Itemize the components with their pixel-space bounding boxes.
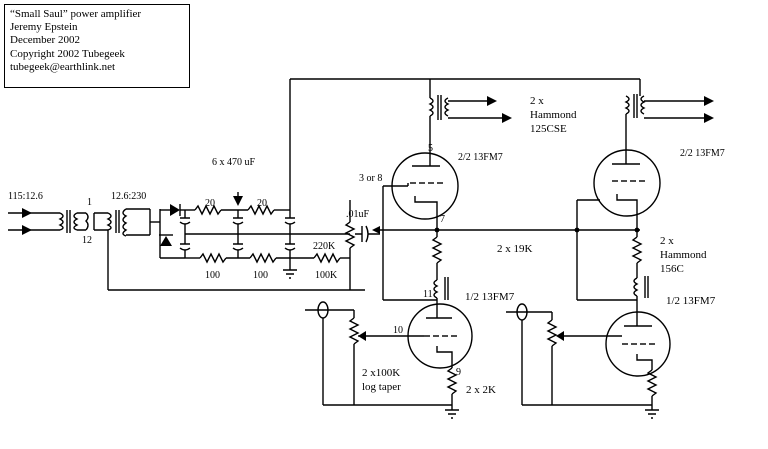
output-transformer-right [624,79,714,158]
r20a-label: 20 [205,198,215,209]
r100k-label: 100K [315,270,338,281]
ac-input [8,208,60,235]
t1-pin12-label: 12 [82,235,92,246]
r100b-label: 100 [253,270,268,281]
pin11-label: 11 [423,289,433,300]
r100a-label: 100 [205,270,220,281]
tube-left-bot-label: 1/2 13FM7 [465,291,515,303]
pot-taper-label: log taper [362,381,401,393]
copyright-line: Copyright 2002 Tubegeek [10,47,125,60]
opt-count-label: 2 x [530,95,544,107]
t2-ratio-label: 12.6:230 [111,191,146,202]
pin10-label: 10 [393,325,403,336]
cap-01-label: .01uF [346,209,370,220]
r19k-label: 2 x 19K [497,243,533,255]
date-line: December 2002 [10,34,80,47]
pin5-label: 5 [428,143,433,154]
volume-pot-right [506,303,652,406]
r220k-label: 220K [313,241,336,252]
plate-load-left [431,230,449,312]
output-tube-left [382,152,459,301]
pin3or8-label: 3 or 8 [359,173,382,184]
opt-name-label: Hammond [530,109,577,121]
tube-left-top-label: 2/2 13FM7 [458,152,503,163]
mains-transformer [58,210,89,233]
driver-tube-left [364,303,473,419]
pin7-label: 7 [440,214,445,225]
caps-label: 6 x 470 uF [212,157,256,168]
choke-model-label: 156C [660,263,684,275]
output-transformer-left [428,79,512,155]
t1-pin1-label: 1 [87,197,92,208]
t1-ratio-label: 115:12.6 [8,191,43,202]
driver-tube-right [562,311,671,419]
r2k-label: 2 x 2K [466,384,496,396]
rectifier-bridge [149,204,185,259]
tube-right-top-label: 2/2 13FM7 [680,148,725,159]
pin9-label: 9 [456,367,461,378]
output-tube-right [576,149,661,301]
title-line: “Small Saul” power amplifier [10,8,142,20]
opt-model-label: 125CSE [530,123,567,135]
volume-pot-left [305,301,452,406]
tube-right-bot-label: 1/2 13FM7 [666,295,716,307]
email-line: tubegeek@earthlink.net [10,60,116,73]
filter-network [179,78,640,290]
filament-transformer [93,208,365,291]
title-block: “Small Saul” power amplifier Jeremy Epst… [4,4,190,88]
choke-count-label: 2 x [660,235,674,247]
author-line: Jeremy Epstein [10,21,78,34]
choke-name-label: Hammond [660,249,707,261]
plate-load-right [631,230,649,312]
r20b-label: 20 [257,198,267,209]
pot-value-label: 2 x100K [362,367,400,379]
